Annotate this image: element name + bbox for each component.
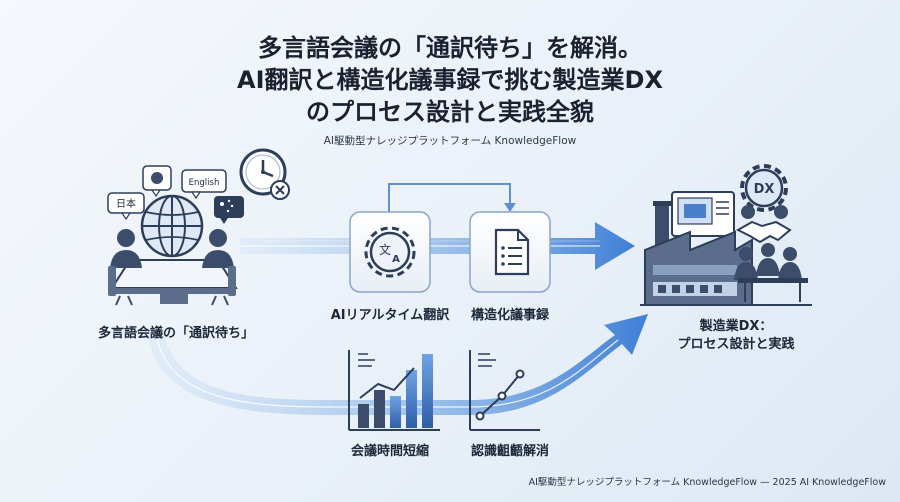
time-reduction-label: 会議時間短縮: [350, 444, 429, 459]
connector-arrow: [388, 183, 516, 212]
line-chart-icon: [469, 350, 540, 431]
page-title: 多言語会議の「通訳待ち」を解消。 AI翻訳と構造化議事録で挑む製造業DX のプロ…: [0, 32, 900, 128]
document-list-icon: [494, 228, 530, 276]
bubble-person: [142, 165, 172, 198]
person-icon: [756, 243, 780, 276]
translation-label: AIリアルタイム翻訳: [330, 308, 450, 323]
bubble-english: English: [181, 169, 227, 200]
title-line-2: AI翻訳と構造化議事録で挑む製造業DX: [237, 66, 663, 94]
factory-icon: [640, 191, 812, 306]
bar-chart-icon: [348, 350, 440, 431]
manufacturing-label-line-2: プロセス設計と実践: [677, 337, 795, 352]
person-icon: [734, 247, 758, 280]
bubble-flag: [214, 196, 244, 224]
minutes-box: [469, 211, 551, 293]
dx-gear-text: DX: [754, 182, 775, 197]
dx-gear-icon: DX: [740, 164, 788, 212]
globe-meeting-icon: [140, 194, 204, 258]
manufacturing-label-line-1: 製造業DX：: [699, 319, 773, 334]
translate-gear-icon: 文 A: [364, 226, 416, 278]
svg-text:文: 文: [379, 242, 391, 257]
manufacturing-label: 製造業DX： プロセス設計と実践: [666, 318, 806, 354]
minutes-label: 構造化議事録: [470, 308, 549, 323]
svg-text:A: A: [392, 254, 400, 265]
page-subtitle: AI駆動型ナレッジプラットフォーム KnowledgeFlow: [323, 135, 577, 147]
footer-credit: AI駆動型ナレッジプラットフォーム KnowledgeFlow — 2025 A…: [528, 477, 886, 488]
person-icon: [778, 247, 802, 280]
handshake-icon: [735, 220, 792, 244]
bubble-english-text: English: [189, 178, 220, 188]
title-line-1: 多言語会議の「通訳待ち」を解消。: [258, 34, 642, 62]
translation-box: 文 A: [349, 211, 431, 293]
bubble-japanese-text: 日本: [116, 197, 136, 210]
bubble-japanese: 日本: [107, 192, 145, 221]
person-right: [202, 229, 236, 296]
gap-resolution-label: 認識齟齬解消: [470, 444, 549, 459]
top-flow-band: [240, 222, 635, 270]
title-line-3: のプロセス設計と実践全貌: [306, 98, 594, 126]
bottom-flow-band: [147, 314, 648, 415]
meeting-label: 多言語会議の「通訳待ち」: [97, 326, 254, 341]
close-icon: [270, 180, 290, 200]
person-left: [108, 229, 142, 296]
factory-illustration: DX: [640, 164, 812, 306]
meeting-illustration: 日本 English: [107, 148, 290, 306]
